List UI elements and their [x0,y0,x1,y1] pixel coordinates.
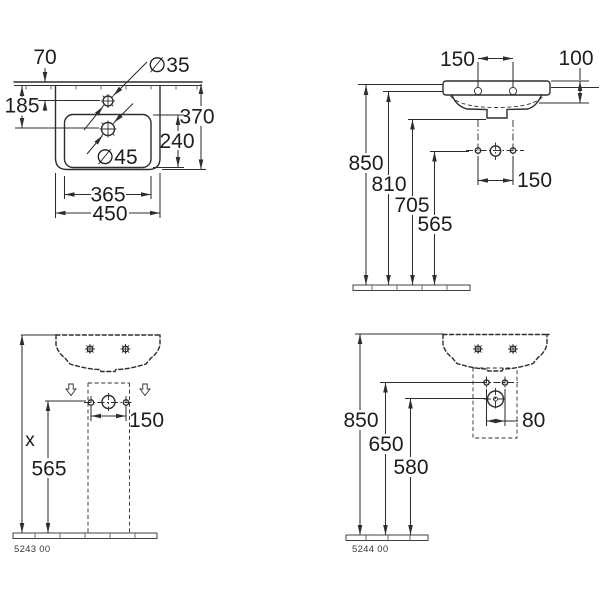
basin-outer-outline [54,85,161,171]
dim-fix-spacing: 150 [90,407,164,432]
dim-bowl-width: 365 [63,176,152,207]
screw-arrow-icon-left [65,383,77,397]
dim-drain-height: 580 [393,398,429,535]
svg-text:370: 370 [179,106,214,129]
dim-fix-height: 565 [417,151,453,285]
wall-line [13,81,203,90]
drain-hole-leader [86,103,134,155]
svg-text:850: 850 [348,152,383,175]
wall-fix-hole-left [85,344,95,354]
svg-text:450: 450 [92,203,127,226]
svg-text:365: 365 [90,184,125,207]
dim-tap-offset: 70 [33,46,100,111]
fixation-holes-detail [84,393,132,411]
svg-text:80: 80 [522,409,545,432]
drain-hole-symbol [99,120,117,138]
dia-drain-label: ∅45 [96,146,138,169]
bowl-inner-dashed [450,95,544,108]
dim-fix-height: 565 [31,400,86,533]
svg-text:150: 150 [517,169,552,192]
dim-bolt-spacing: 150 [440,48,514,87]
trap-hidden-outline [472,367,518,439]
screw-arrow-icon-right [139,383,151,397]
svg-text:565: 565 [417,213,452,236]
svg-text:150: 150 [440,48,475,71]
dim-fix-height: 650 [368,382,404,535]
article-code: 5244 00 [352,544,388,555]
basin-rim-profile [442,80,551,96]
dim-apron-height: 100 [539,47,594,104]
svg-text:70: 70 [33,46,56,69]
basin-hidden-outline [55,334,161,373]
dia-tap-label: ∅35 [148,54,190,77]
dim-rim-height: 850 [343,334,379,535]
floor-line [352,284,471,291]
svg-text:x: x [25,430,35,451]
dim-rim-height: 850 [348,85,384,285]
svg-text:100: 100 [558,47,593,70]
plan-view: ∅35 ∅45 70 185 370 240 [4,46,214,226]
floor-line [345,534,429,541]
floor-line [12,532,158,539]
tap-hole-symbol [101,94,115,108]
mounting-bolt-right [508,86,518,96]
fixation-holes-detail [466,120,524,160]
svg-text:850: 850 [343,409,378,432]
basin-hidden-outline [442,333,550,372]
mounting-bolt-left [473,86,483,96]
svg-text:810: 810 [371,173,406,196]
tap-hole-leader [83,61,148,131]
front-view-a: 150 x 565 5243 00 [12,334,164,555]
basin-body-profile [451,94,543,119]
basin-bowl-outline [63,113,152,169]
trap-hidden-outline [87,382,130,533]
wall-fix-hole-right [508,344,518,354]
dim-depth: 370 [162,84,215,171]
svg-text:150: 150 [129,409,164,432]
svg-text:240: 240 [159,130,194,153]
article-code: 5243 00 [14,544,50,555]
fixation-holes-detail [480,376,520,410]
dim-outlet-height: 705 [394,119,430,285]
dim-width: 450 [54,173,161,226]
svg-text:185: 185 [4,95,39,118]
svg-text:580: 580 [393,456,428,479]
dim-total-height: x [19,335,35,533]
dim-bolt-height: 810 [371,92,407,285]
dim-fix-spacing: 150 [477,156,552,192]
svg-text:705: 705 [394,194,429,217]
dim-fix-spacing: 80 [485,389,545,432]
svg-text:565: 565 [31,458,66,481]
front-view-b: 80 850 650 580 5244 00 [343,333,550,555]
wall-fix-hole-right [120,344,131,354]
svg-text:650: 650 [368,433,403,456]
side-view: 150 100 150 [348,47,599,291]
wall-fix-hole-left [473,344,483,354]
dim-drain-offset: 185 [4,86,99,129]
dim-bowl-depth: 240 [153,114,195,169]
